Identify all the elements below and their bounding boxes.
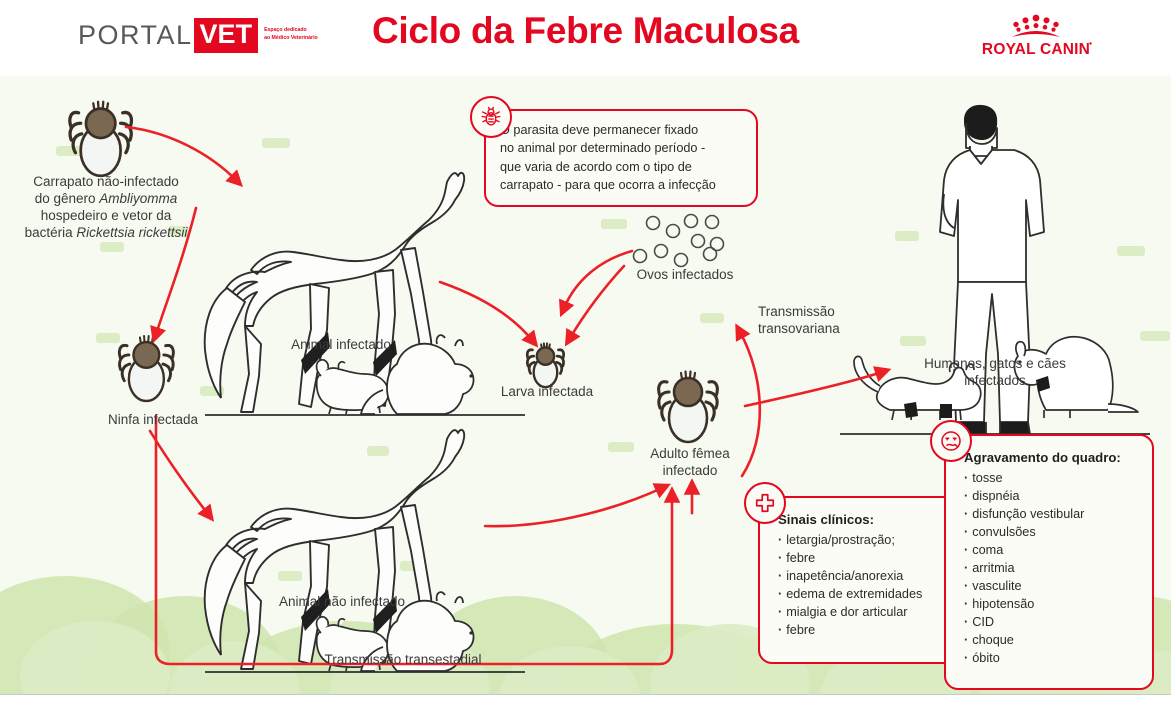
medical-cross-badge-icon	[744, 482, 786, 524]
infected-animal-group	[203, 171, 525, 416]
callout-worsening: Agravamento do quadro: tosse dispnéia di…	[944, 434, 1154, 690]
clinical-item: mialgia e dor articular	[778, 603, 950, 621]
arrow-tick-to-nymph	[150, 206, 198, 344]
arrow-adult-to-humans	[743, 366, 892, 408]
label-nymph: Ninfa infectada	[107, 412, 199, 427]
clinical-item: febre	[778, 621, 950, 639]
uninfected-tick-species: Rickettsia rickettsii	[76, 224, 188, 240]
page-title: Ciclo da Febre Maculosa	[372, 10, 799, 51]
clinical-item: inapetência/anorexia	[778, 567, 950, 585]
worsening-list: tosse dispnéia disfunção vestibular conv…	[964, 469, 1142, 667]
uninfected-tick-line-1: Carrapato não-infectado	[33, 174, 179, 189]
callout-clinical-signs: Sinais clínicos: letargia/prostração; fe…	[758, 496, 962, 664]
worsening-item: convulsões	[964, 523, 1142, 541]
label-adult-female: Adulto fêmea infectado	[650, 446, 730, 478]
callout-clinical-heading: Sinais clínicos:	[778, 512, 875, 527]
humans-pets-group	[840, 104, 1150, 435]
clinical-item: edema de extremidades	[778, 585, 950, 603]
arrow-nymph-to-uninfected-animal	[148, 429, 215, 522]
sick-face-badge-icon	[930, 420, 972, 462]
worsening-item: vasculite	[964, 577, 1142, 595]
portalvet-logo-tagline: Espaço dedicado ao Médico Veterinário	[264, 27, 318, 43]
tick-adult-female-icon	[657, 370, 719, 444]
worsening-item: choque	[964, 631, 1142, 649]
label-eggs: Ovos infectados	[636, 267, 734, 282]
royal-canin-logo: ROYAL CANIN	[976, 12, 1096, 58]
horse-leg-markings	[301, 332, 397, 376]
dog-illustration-3	[1013, 335, 1139, 418]
tick-uninfected-icon	[68, 100, 134, 178]
callout-parasite-line-1: O parasita deve permanecer fixado	[500, 123, 699, 137]
cat-leg-marking	[904, 402, 952, 418]
dog-illustration	[360, 334, 475, 415]
tick-larva-icon	[525, 342, 565, 389]
worsening-item: tosse	[964, 469, 1142, 487]
worsening-item: disfunção vestibular	[964, 505, 1142, 523]
uninfected-animal-group	[203, 428, 525, 673]
worsening-item: arritmia	[964, 559, 1142, 577]
infected-eggs-icon	[632, 213, 725, 268]
arrow-tick-to-infected-animal	[124, 125, 243, 187]
worsening-item: hipotensão	[964, 595, 1142, 613]
tagline-line-2: ao Médico Veterinário	[264, 35, 318, 41]
callout-worsening-heading: Agravamento do quadro:	[964, 450, 1121, 465]
arrow-transstadial-loop	[154, 414, 681, 666]
label-uninfected-tick: Carrapato não-infectado do gênero Ambliy…	[8, 174, 204, 242]
royal-canin-wordmark: ROYAL CANIN	[982, 41, 1090, 58]
arrow-adult-to-eggs	[735, 323, 762, 478]
diagram-illustrations	[68, 100, 1150, 673]
dog-chest-marking	[1036, 376, 1050, 392]
tick-nymph-icon	[117, 335, 175, 403]
arrow-uninfected-animal-to-adult	[483, 483, 671, 528]
worsening-item: CID	[964, 613, 1142, 631]
uninfected-tick-line-3: hospedeiro e vetor da	[40, 207, 172, 223]
horse-tail	[203, 286, 247, 399]
flow-arrows	[124, 125, 892, 666]
arrow-infected-animal-to-larva	[438, 280, 539, 348]
worsening-item: coma	[964, 541, 1142, 559]
clinical-signs-list: letargia/prostração; febre inapetência/a…	[778, 531, 950, 639]
label-transovarial: Transmissão transovariana	[758, 304, 840, 336]
portalvet-logo-vet-text: VET	[193, 17, 259, 53]
callout-parasite-line-4: carrapato - para que ocorra a infecção	[500, 178, 716, 193]
portalvet-logo-portal-text: PORTAL	[78, 19, 193, 50]
header-bar: PORTAL VET Espaço dedicado ao Médico Vet…	[0, 0, 1171, 76]
uninfected-tick-genus: Ambliyomma	[99, 190, 178, 206]
bottom-frame	[0, 694, 1171, 704]
uninfected-tick-line-2a: do gênero	[34, 190, 100, 206]
label-transstadial: Transmissão transestadial	[324, 652, 482, 667]
worsening-item: dispnéia	[964, 487, 1142, 505]
callout-parasite-line-2: no animal por determinado período -	[500, 141, 706, 156]
portalvet-logo: PORTAL VET Espaço dedicado ao Médico Vet…	[78, 17, 318, 53]
label-infected-animal: Animal infectado	[291, 337, 391, 352]
horse-leg-markings-2	[301, 589, 397, 633]
label-uninfected-animal: Animal não infectado	[278, 594, 406, 609]
uninfected-tick-line-4a: bactéria	[24, 224, 77, 240]
callout-parasite-line-3: que varia de acordo com o tipo de	[500, 159, 692, 174]
horse-tail-2	[203, 543, 247, 656]
diagram-canvas: Carrapato não-infectado do gênero Ambliy…	[0, 76, 1171, 694]
tick-badge-icon	[470, 96, 512, 138]
label-humans-pets: Humanos, gatos e cães infectados	[924, 356, 1066, 388]
cat-illustration	[853, 355, 982, 421]
tagline-line-1: Espaço dedicado	[264, 27, 307, 34]
arrow-eggs-to-larva	[559, 249, 634, 318]
label-larva: Larva infectada	[500, 384, 594, 399]
worsening-item: óbito	[964, 649, 1142, 667]
callout-parasite: O parasita deve permanecer fixado no ani…	[484, 109, 758, 207]
arrow-parasite-callout-to-larva	[564, 264, 626, 347]
clinical-item: letargia/prostração;	[778, 531, 950, 549]
clinical-item: febre	[778, 549, 950, 567]
